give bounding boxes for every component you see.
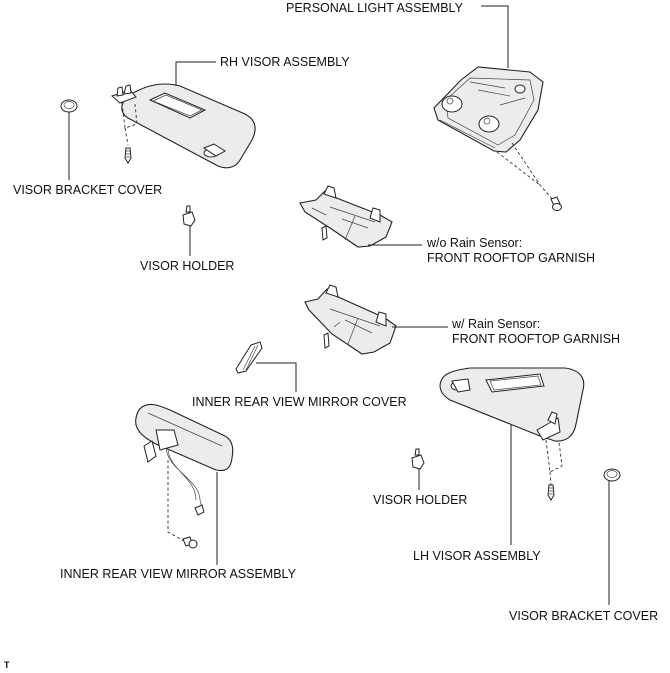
front-rooftop-garnish-wo-rain-sensor: [299, 185, 393, 248]
label-garnish-w-rain-sensor-line2: FRONT ROOFTOP GARNISH: [452, 332, 621, 346]
label-visor-bracket-cover-rh: VISOR BRACKET COVER: [13, 183, 163, 197]
mirror-cover-leader: [256, 362, 297, 392]
lh-screw-guide: [545, 439, 563, 486]
lh-visor-screw: [547, 484, 555, 501]
mirror-screw: [182, 536, 198, 549]
visor-bracket-cover-lh: [603, 468, 621, 482]
visor-holder-rh: [182, 205, 196, 227]
label-personal-light-assembly: PERSONAL LIGHT ASSEMBLY: [286, 1, 463, 15]
rh-visor-assembly: [111, 83, 256, 169]
label-visor-holder-rh: VISOR HOLDER: [140, 259, 235, 273]
label-garnish-wo-rain-sensor-line2: FRONT ROOFTOP GARNISH: [427, 251, 596, 265]
label-visor-holder-lh: VISOR HOLDER: [373, 493, 468, 507]
label-garnish-w-rain-sensor-line1: w/ Rain Sensor:: [452, 317, 541, 331]
label-inner-rear-view-mirror-cover: INNER REAR VIEW MIRROR COVER: [192, 395, 407, 409]
label-visor-bracket-cover-lh: VISOR BRACKET COVER: [509, 609, 659, 623]
visor-bracket-cover-rh: [60, 99, 78, 113]
corner-mark: T: [4, 660, 10, 670]
inner-rear-view-mirror-assembly: [135, 403, 234, 516]
rh-visor-leader: [175, 61, 216, 86]
inner-rear-view-mirror-cover: [235, 341, 263, 374]
mirror-screw-guide: [167, 460, 185, 542]
front-rooftop-garnish-w-rain-sensor: [304, 284, 397, 355]
label-garnish-wo-rain-sensor-line1: w/o Rain Sensor:: [427, 236, 523, 250]
label-rh-visor-assembly: RH VISOR ASSEMBLY: [220, 55, 350, 69]
label-lh-visor-assembly: LH VISOR ASSEMBLY: [413, 549, 541, 563]
lh-visor-assembly: [439, 367, 585, 442]
label-inner-rear-view-mirror-assembly: INNER REAR VIEW MIRROR ASSEMBLY: [60, 567, 296, 581]
rh-visor-screw: [124, 147, 132, 164]
personal-light-assembly: [433, 66, 544, 153]
personal-light-leader: [481, 5, 509, 68]
personal-light-screw: [550, 196, 562, 211]
personal-light-screw-guide: [496, 142, 554, 201]
visor-holder-lh: [411, 448, 425, 470]
rh-screw-guide: [121, 102, 138, 146]
